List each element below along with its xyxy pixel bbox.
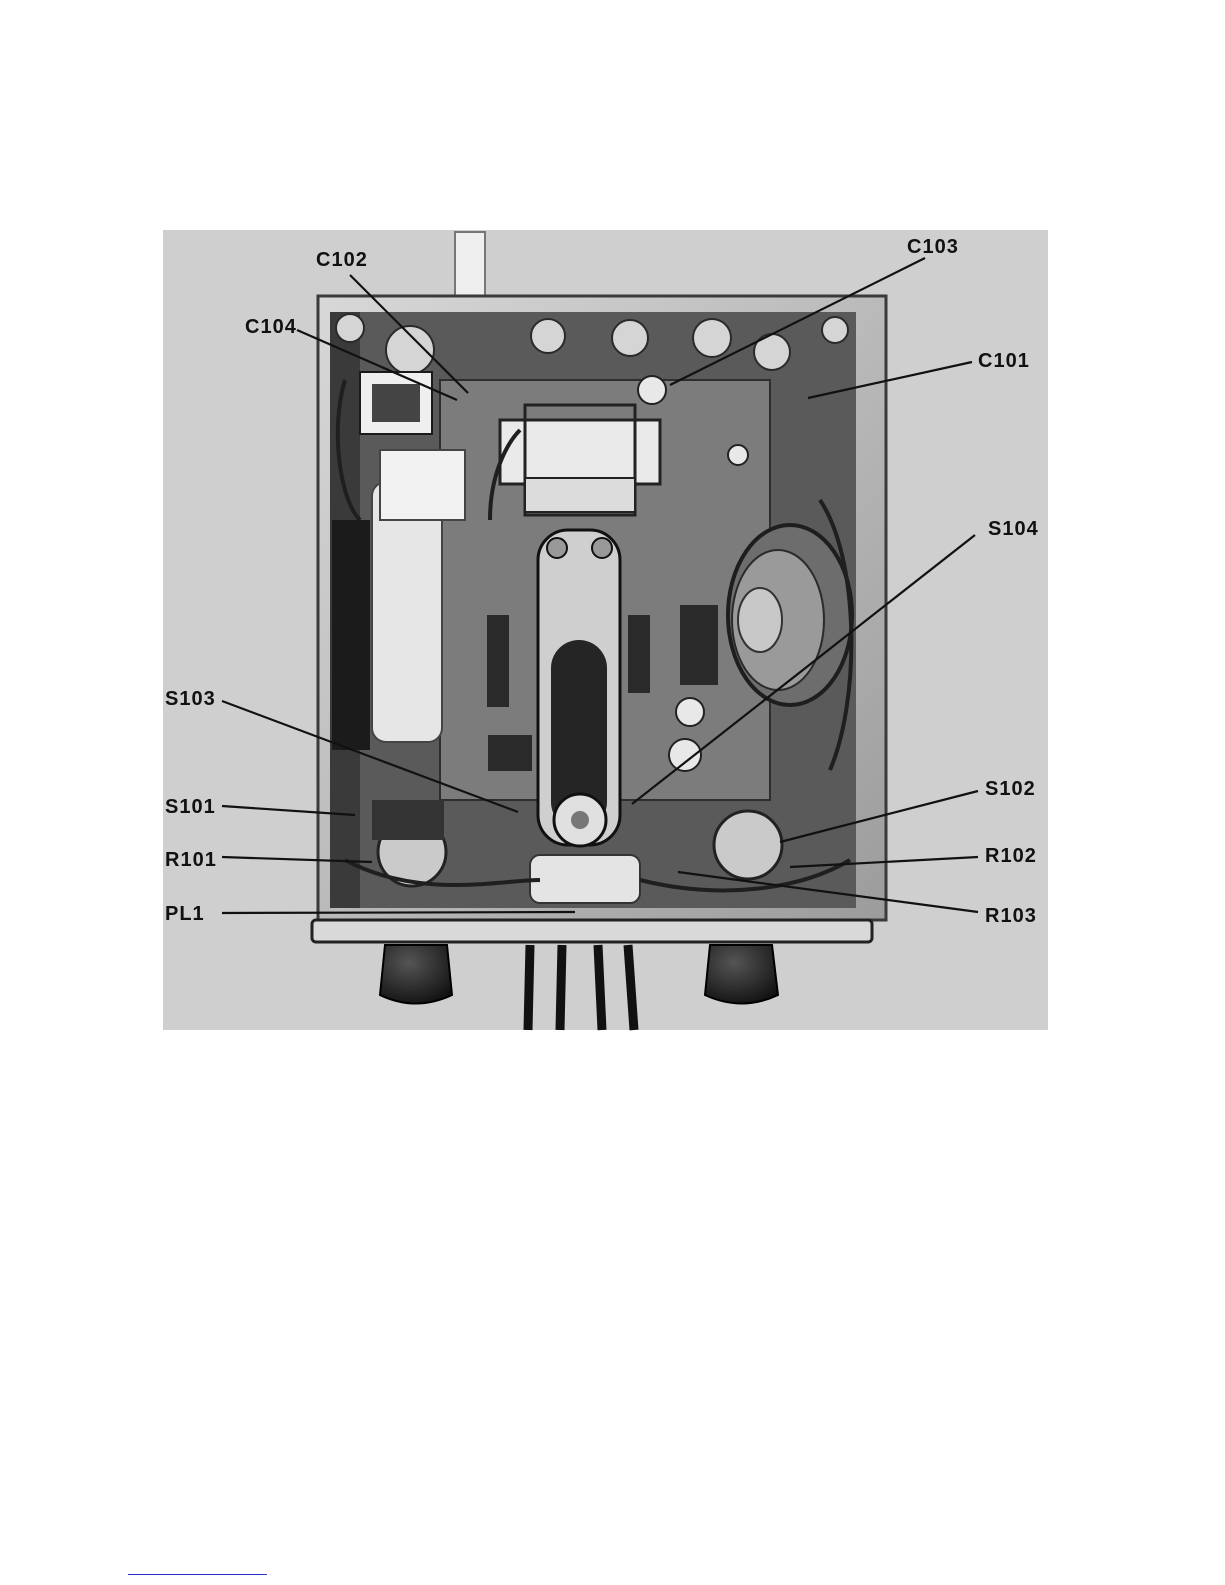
knob-right-icon [705, 945, 778, 1004]
label-s103: S103 [165, 688, 216, 710]
label-r102: R102 [985, 845, 1037, 867]
label-s104: S104 [988, 518, 1039, 540]
knob-left-icon [380, 945, 452, 1004]
label-c102: C102 [316, 249, 368, 271]
label-s101: S101 [165, 796, 216, 818]
label-c103: C103 [907, 236, 959, 258]
chassis-photo [163, 230, 1048, 1030]
leader-pl1 [222, 912, 575, 913]
label-r101: R101 [165, 849, 217, 871]
label-c101: C101 [978, 350, 1030, 372]
label-pl1: PL1 [165, 903, 205, 925]
label-c104: C104 [245, 316, 297, 338]
label-s102: S102 [985, 778, 1036, 800]
footnote-rule [128, 1574, 267, 1575]
label-r103: R103 [985, 905, 1037, 927]
